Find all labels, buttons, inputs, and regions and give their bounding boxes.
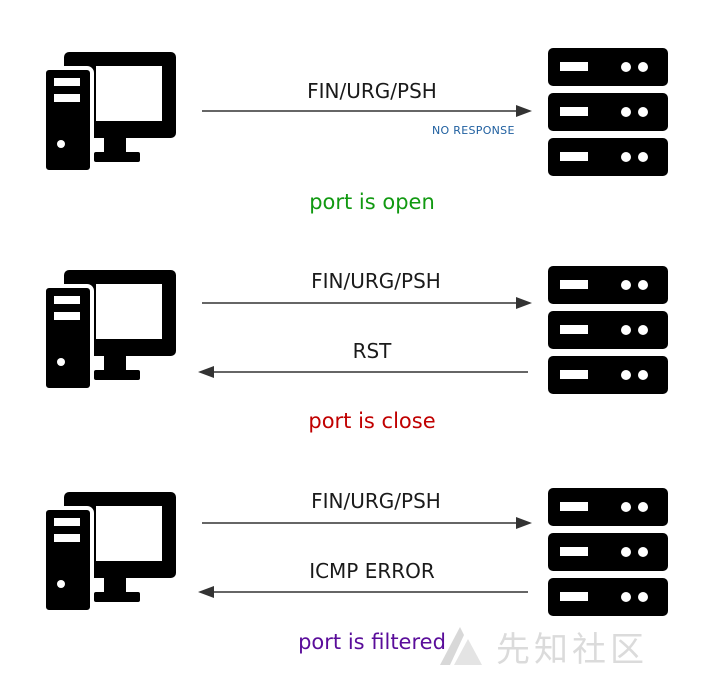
- response-label: ICMP ERROR: [309, 559, 435, 583]
- scenario-filtered: FIN/URG/PSH ICMP ERROR port is filtered: [0, 440, 704, 654]
- response-label: RST: [352, 339, 392, 363]
- status-open: port is open: [309, 190, 435, 214]
- server-rack-icon: [548, 48, 668, 176]
- desktop-computer-icon: [44, 270, 176, 392]
- scenario-close: FIN/URG/PSH RST port is close: [0, 218, 704, 433]
- watermark-text: 先知社区: [496, 630, 648, 670]
- request-label: FIN/URG/PSH: [307, 79, 437, 103]
- scenario-open: FIN/URG/PSH NO RESPONSE port is open: [0, 0, 704, 214]
- server-rack-icon: [548, 488, 668, 616]
- response-arrow: [198, 586, 528, 598]
- status-close: port is close: [308, 409, 436, 433]
- server-rack-icon: [548, 266, 668, 394]
- desktop-computer-icon: [44, 52, 176, 174]
- request-label: FIN/URG/PSH: [311, 269, 441, 293]
- request-arrow: [202, 105, 532, 117]
- response-arrow: [198, 366, 528, 378]
- request-label: FIN/URG/PSH: [311, 489, 441, 513]
- status-filtered: port is filtered: [298, 630, 446, 654]
- desktop-computer-icon: [44, 492, 176, 614]
- no-response-note: NO RESPONSE: [432, 124, 515, 137]
- request-arrow: [202, 517, 532, 529]
- request-arrow: [202, 297, 532, 309]
- watermark-logo-icon: [440, 627, 482, 665]
